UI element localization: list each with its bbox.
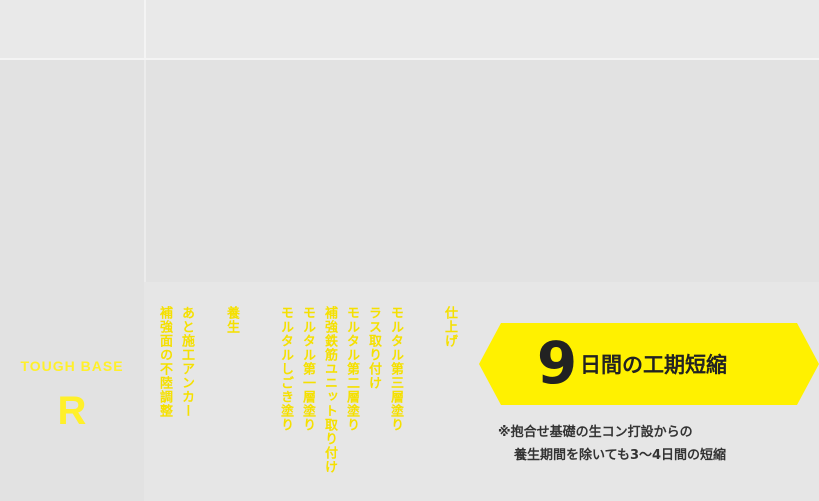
schedule-area	[0, 60, 819, 282]
gridline	[144, 60, 146, 282]
product-mark: R	[57, 389, 87, 433]
row-label-column	[0, 282, 144, 501]
header-band	[0, 0, 819, 60]
savings-days: 9	[536, 329, 578, 397]
step-label: 補強面の不陸調整	[157, 306, 172, 418]
note-line: ※抱合せ基礎の生コン打設からの	[498, 425, 693, 440]
step-label: 補強鉄筋ユニット取り付け	[322, 306, 337, 474]
gridline	[144, 0, 146, 60]
step-label: モルタル第二層塗り	[344, 306, 359, 432]
note-line: 養生期間を除いても3〜4日間の短縮	[514, 448, 727, 463]
step-label: あと施工アンカー	[179, 306, 194, 418]
savings-banner	[479, 323, 819, 405]
step-label: 養生	[224, 306, 239, 334]
step-label: 仕上げ	[442, 306, 457, 348]
header-divider	[0, 58, 819, 60]
savings-text: 日間の工期短縮	[580, 353, 727, 377]
step-label: ラス取り付け	[366, 306, 381, 390]
step-label: モルタル第三層塗り	[388, 306, 403, 432]
step-label: モルタルしごき塗り	[278, 306, 293, 432]
product-name: TOUGH BASE	[20, 358, 124, 374]
step-label: モルタル第一層塗り	[300, 306, 315, 432]
